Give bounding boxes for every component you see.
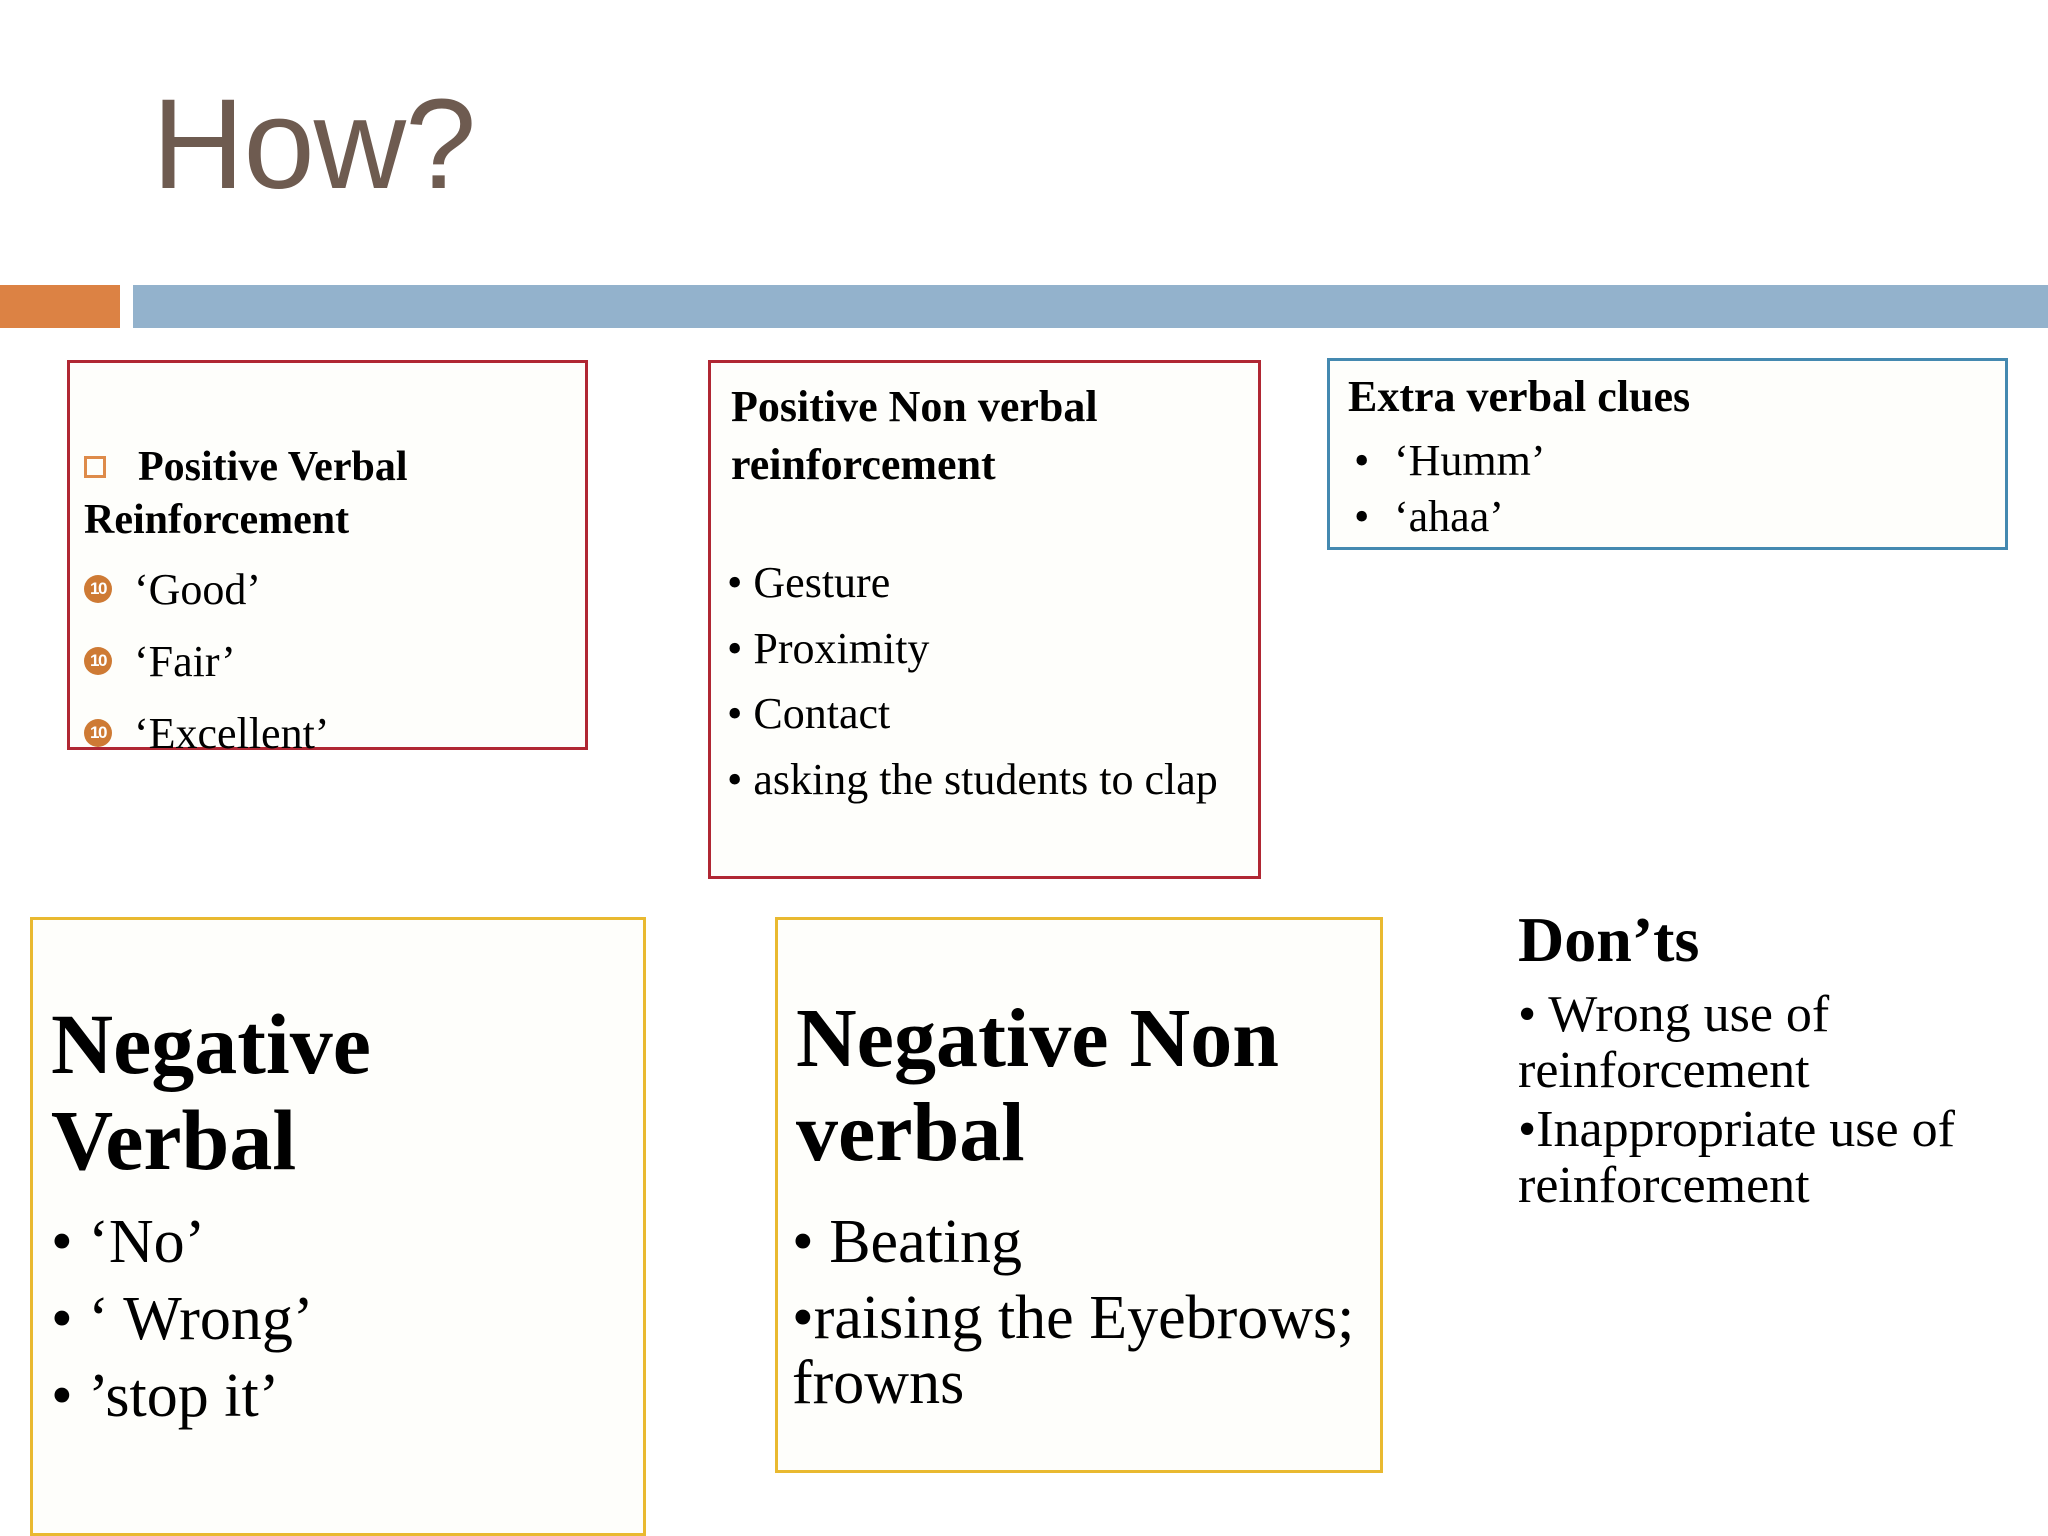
negative-verbal-heading: Negative Verbal [51, 996, 371, 1189]
circled-ten-bullet-icon: 10 [84, 719, 112, 747]
list-item: • ’stop it’ [51, 1362, 280, 1431]
list-item: • Gesture [727, 558, 891, 607]
box-extra-verbal-clues: Extra verbal clues • ‘Humm’ • ‘ahaa’ [1327, 358, 2008, 550]
header-accent-bar-blue [133, 285, 2048, 328]
list-item-label: ‘Humm’ [1394, 436, 1546, 485]
donts-list: • Wrong use of reinforcement •Inappropri… [1518, 987, 1988, 1218]
list-item: 10 ‘Good’ [84, 553, 584, 625]
negative-nonverbal-heading: Negative Non verbal [796, 992, 1279, 1180]
list-item: • Contact [727, 689, 891, 739]
list-item-label: ‘ahaa’ [1394, 492, 1504, 542]
negative-verbal-list: • ‘No’ • ‘ Wrong’ • ’stop it’ [51, 1208, 621, 1441]
list-item: • ‘No’ [51, 1208, 206, 1276]
extra-verbal-clues-heading: Extra verbal clues [1348, 372, 1691, 421]
list-item: • Beating [792, 1208, 1023, 1276]
bullet-dot-icon: • [1354, 436, 1370, 485]
list-item: • asking the students to clap [727, 754, 1218, 804]
list-item: •Inappropriate use of reinforcement [1518, 1101, 1955, 1214]
positive-verbal-heading: Positive Verbal Reinforcement [84, 441, 584, 546]
bullet-dot-icon: • [1354, 492, 1370, 542]
positive-nonverbal-list: • Gesture • Proximity • Contact • asking… [727, 559, 1252, 821]
negative-nonverbal-list: • Beating •raising the Eyebrows; frowns [792, 1208, 1377, 1427]
extra-verbal-clues-list: • ‘Humm’ • ‘ahaa’ [1354, 433, 1546, 546]
block-donts: Don’ts • Wrong use of reinforcement •Ina… [1518, 904, 2018, 1265]
list-item: •raising the Eyebrows; frowns [792, 1283, 1355, 1418]
box-positive-verbal: Positive Verbal Reinforcement 10 ‘Good’ … [67, 360, 588, 758]
positive-verbal-heading-text: Positive Verbal Reinforcement [84, 444, 408, 543]
list-item-label: ‘Good’ [134, 564, 262, 614]
list-item: • ‘ahaa’ [1354, 489, 1546, 545]
list-item-label: ‘Excellent’ [134, 708, 330, 758]
list-item: • ‘Humm’ [1354, 433, 1546, 489]
list-item: 10 ‘Excellent’ [84, 697, 584, 769]
list-item: • Proximity [727, 623, 930, 673]
list-item-label: ‘Fair’ [134, 636, 236, 686]
list-item: • ‘ Wrong’ [51, 1285, 314, 1354]
circled-ten-bullet-icon: 10 [84, 575, 112, 603]
donts-heading: Don’ts [1518, 904, 1700, 975]
box-negative-nonverbal: Negative Non verbal • Beating •raising t… [775, 917, 1383, 1473]
list-item: 10 ‘Fair’ [84, 625, 584, 697]
positive-verbal-list: 10 ‘Good’ 10 ‘Fair’ 10 ‘Excellent’ [84, 553, 584, 769]
positive-nonverbal-heading: Positive Non verbal reinforcement [731, 382, 1098, 490]
page-title: How? [152, 73, 476, 216]
box-positive-nonverbal: Positive Non verbal reinforcement • Gest… [708, 360, 1261, 879]
header-accent-bar-orange [0, 285, 120, 328]
box-negative-verbal: Negative Verbal • ‘No’ • ‘ Wrong’ • ’sto… [30, 917, 646, 1536]
circled-ten-bullet-icon: 10 [84, 647, 112, 675]
hollow-square-bullet-icon [84, 456, 106, 478]
list-item: • Wrong use of reinforcement [1518, 986, 1830, 1099]
